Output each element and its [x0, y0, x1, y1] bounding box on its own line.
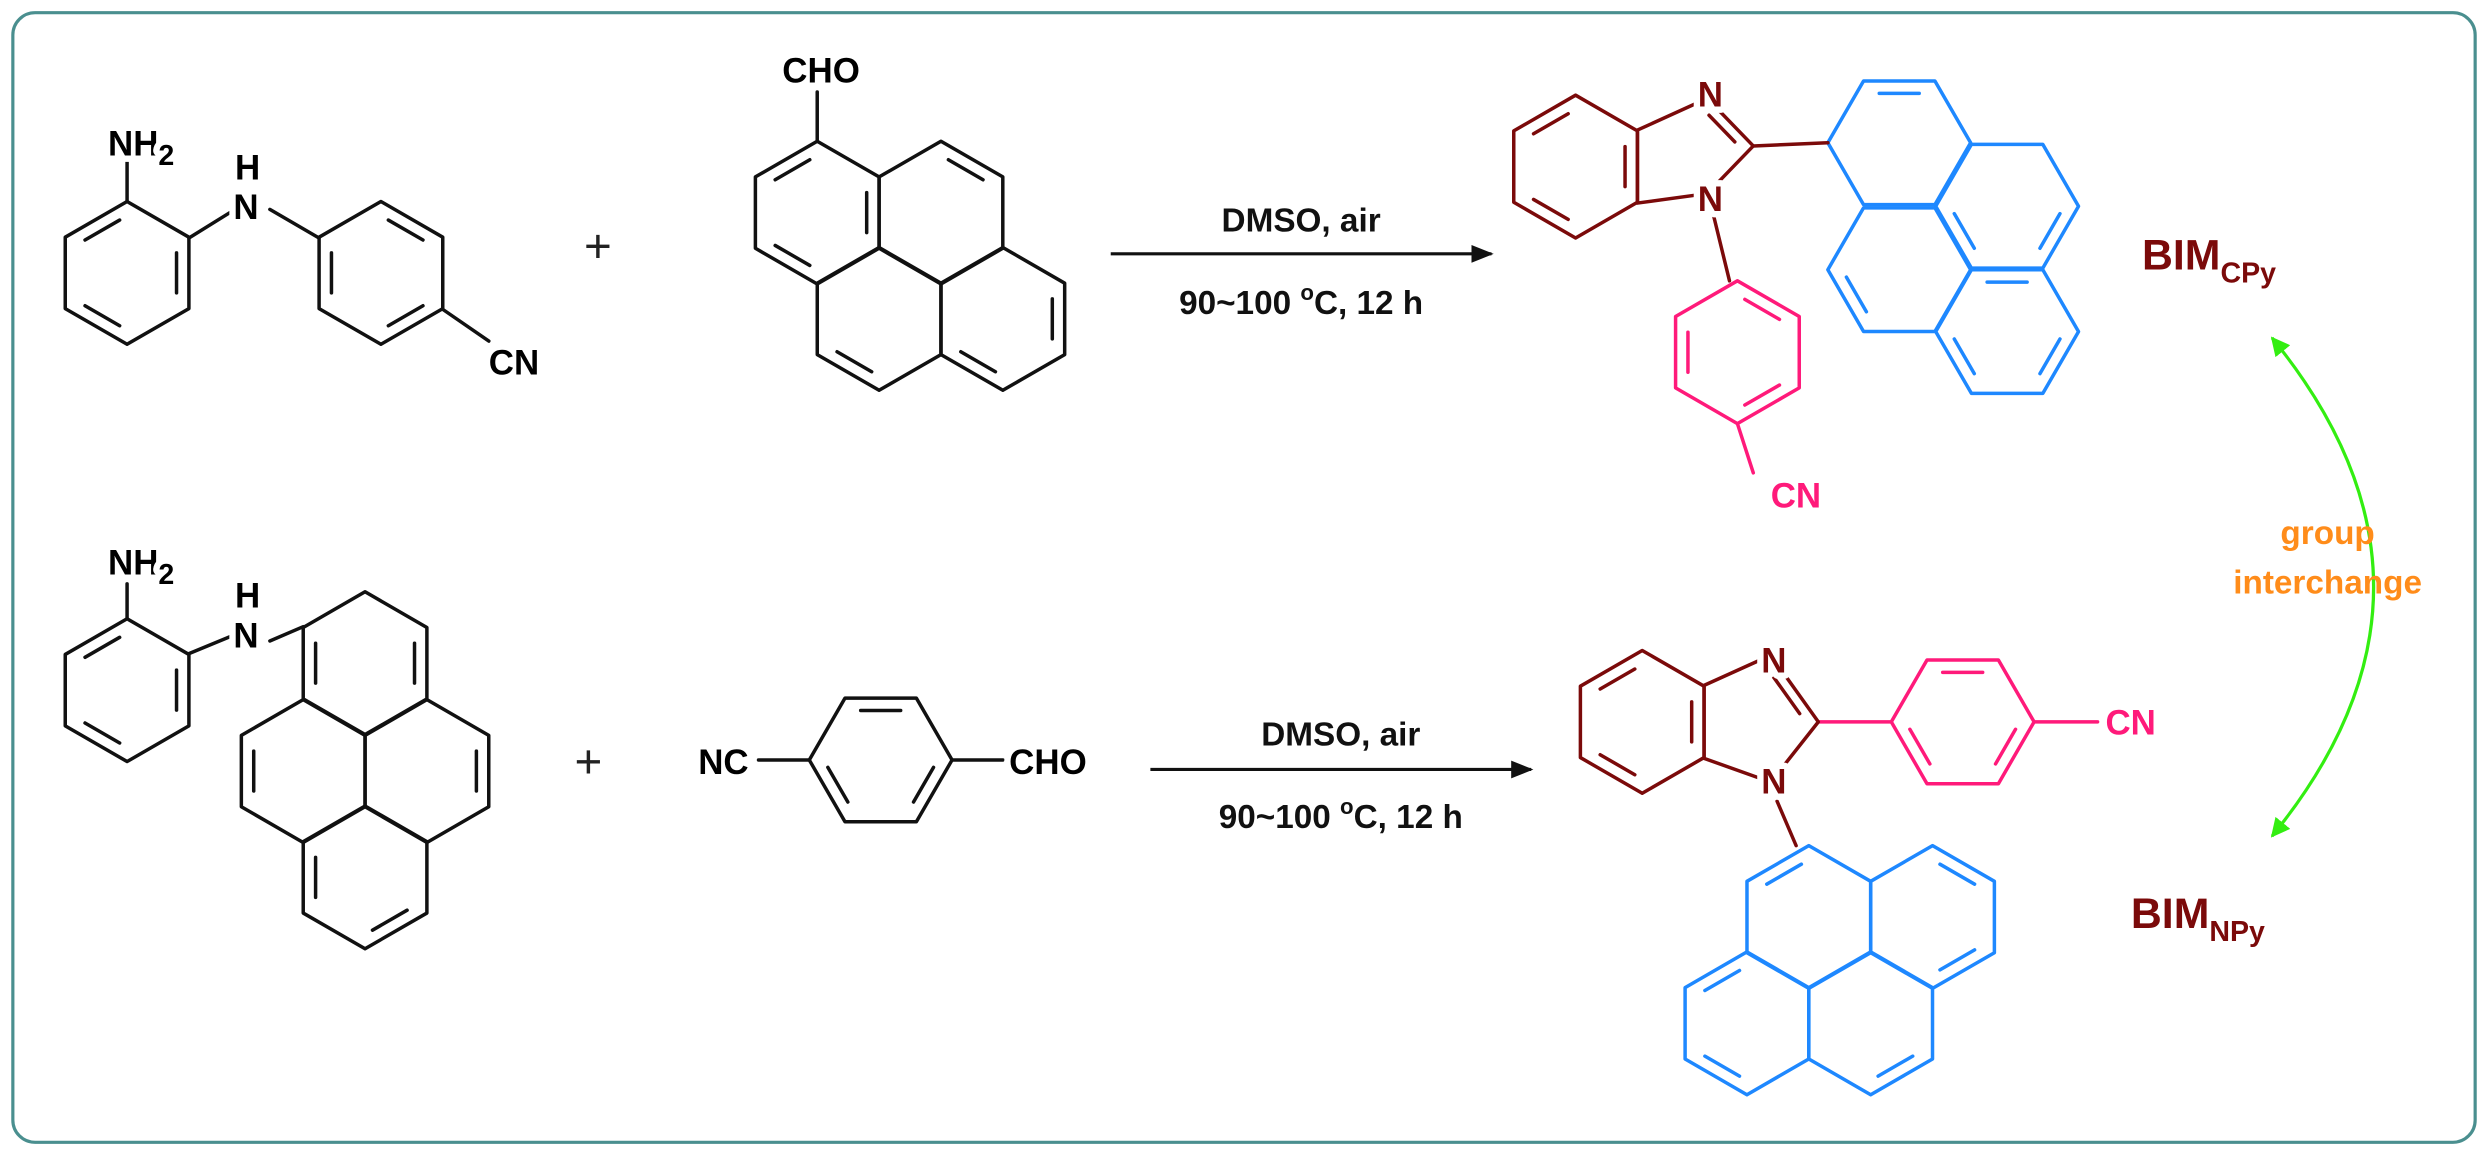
double-bond	[835, 349, 874, 374]
atom-nh2-top: NH2	[108, 124, 174, 172]
plus-sign-1: +	[584, 220, 612, 273]
double-bond	[386, 303, 425, 328]
aniline-ring-top	[63, 199, 191, 347]
atom-h-top: H	[235, 148, 260, 187]
double-bond	[83, 303, 122, 328]
atom-cn-product-1: CN	[1771, 477, 1821, 516]
temperature-label-1: 90~100 oC, 12 h	[1179, 280, 1423, 322]
double-bond	[1908, 727, 1932, 766]
pyrene-ring-4	[1933, 268, 2081, 396]
double-bond	[1993, 727, 2018, 766]
atom-cho-top: CHO	[782, 52, 860, 91]
aniline-ring-bottom	[63, 617, 191, 764]
double-bond	[1707, 113, 1737, 144]
bond	[1775, 799, 1798, 848]
double-bond	[83, 721, 122, 745]
bond	[268, 207, 321, 240]
double-bond	[959, 349, 998, 374]
double-bond	[370, 908, 409, 932]
double-bond	[1844, 275, 1869, 314]
double-bond	[946, 158, 985, 182]
double-bond	[1531, 197, 1570, 222]
bond	[1711, 214, 1732, 283]
double-bond	[1952, 337, 1977, 376]
atom-cn-product-2: CN	[2105, 704, 2155, 743]
product-label-bim-npy: BIMNPy	[2131, 890, 2265, 948]
temperature-label-2: 90~100 oC, 12 h	[1219, 794, 1463, 836]
interchange-label-line1: group	[2280, 515, 2374, 552]
bond	[187, 632, 237, 656]
bond-layer	[63, 79, 2100, 1097]
atom-h-bottom: H	[235, 577, 260, 616]
double-bond	[773, 158, 812, 182]
double-bond	[1743, 383, 1782, 407]
double-bond	[1765, 862, 1804, 886]
bond	[268, 624, 305, 643]
atom-n1-product-2: N	[1761, 762, 1786, 801]
double-bond	[1703, 1054, 1742, 1078]
double-bond	[1743, 297, 1782, 322]
pyrene-ring-p2-d	[1807, 950, 1935, 1097]
pyrene-ring-2	[1933, 142, 2081, 270]
double-bond	[1703, 968, 1742, 993]
imidazole-ring-1	[1635, 96, 1756, 205]
atom-cn-top: CN	[489, 343, 539, 382]
bond	[1735, 421, 1756, 475]
pyrene-ring-a	[753, 139, 881, 286]
bond	[187, 207, 237, 240]
double-bond	[1938, 948, 1977, 972]
double-bond	[1876, 1054, 1915, 1078]
plus-sign-2: +	[574, 735, 602, 788]
pyrene-ring-bottom-a	[301, 590, 429, 737]
atom-n3-product-1: N	[1698, 75, 1723, 114]
double-bond	[386, 218, 425, 242]
reagent-label-1: DMSO, air	[1222, 203, 1381, 240]
atom-n3-product-2: N	[1761, 642, 1786, 681]
product-label-bim-cpy: BIMCPy	[2142, 232, 2276, 290]
double-bond	[1598, 752, 1637, 777]
double-bond	[1952, 211, 1977, 251]
cyanophenyl-ring-product-2	[1889, 658, 2036, 786]
bond	[441, 307, 491, 343]
cyanophenyl-ring-product-1	[1673, 279, 1801, 426]
benzimidazole-benzene-ring-1	[1512, 93, 1640, 240]
pyrene-ring-bottom-b	[239, 697, 367, 845]
interchange-label-line2: interchange	[2233, 564, 2422, 601]
pyrene-ring-p2-c	[1683, 950, 1811, 1097]
double-bond	[83, 218, 122, 242]
cyanobenzaldehyde-ring	[807, 696, 954, 824]
benzimidazole-benzene-ring-2	[1578, 648, 1706, 796]
double-bond	[2038, 211, 2062, 251]
double-bond	[83, 635, 122, 660]
frame-border	[11, 11, 2477, 1144]
pyrene-ring-c	[815, 245, 943, 393]
double-bond	[911, 765, 936, 804]
pyrene-ring-p2-b	[1868, 843, 1997, 991]
pyrene-ring-d	[939, 245, 1067, 393]
atom-nc-bottom: NC	[698, 743, 748, 782]
atom-n-bottom: N	[233, 616, 258, 655]
double-bond	[1531, 112, 1570, 136]
reagent-label-2: DMSO, air	[1261, 717, 1420, 754]
pyrene-ring-b	[877, 139, 1005, 286]
double-bond	[2038, 337, 2062, 376]
interchange-double-arrow	[2270, 336, 2376, 838]
double-bond	[773, 243, 812, 268]
double-bond	[826, 765, 850, 804]
pyrene-ring-p2-a	[1745, 843, 1873, 991]
double-bond	[1938, 862, 1977, 886]
double-bond	[1598, 667, 1637, 691]
pyrene-ring-bottom-c	[363, 697, 491, 845]
cyanophenyl-ring-top	[317, 199, 445, 347]
double-bond	[1771, 674, 1802, 716]
atom-n1-product-1: N	[1698, 180, 1723, 219]
atom-n-top: N	[233, 188, 258, 227]
bond	[1751, 141, 1830, 148]
atom-nh2-bottom: NH2	[108, 543, 174, 591]
pyrene-ring-bottom-d	[301, 804, 429, 951]
atom-cho-bottom: CHO	[1009, 743, 1087, 782]
